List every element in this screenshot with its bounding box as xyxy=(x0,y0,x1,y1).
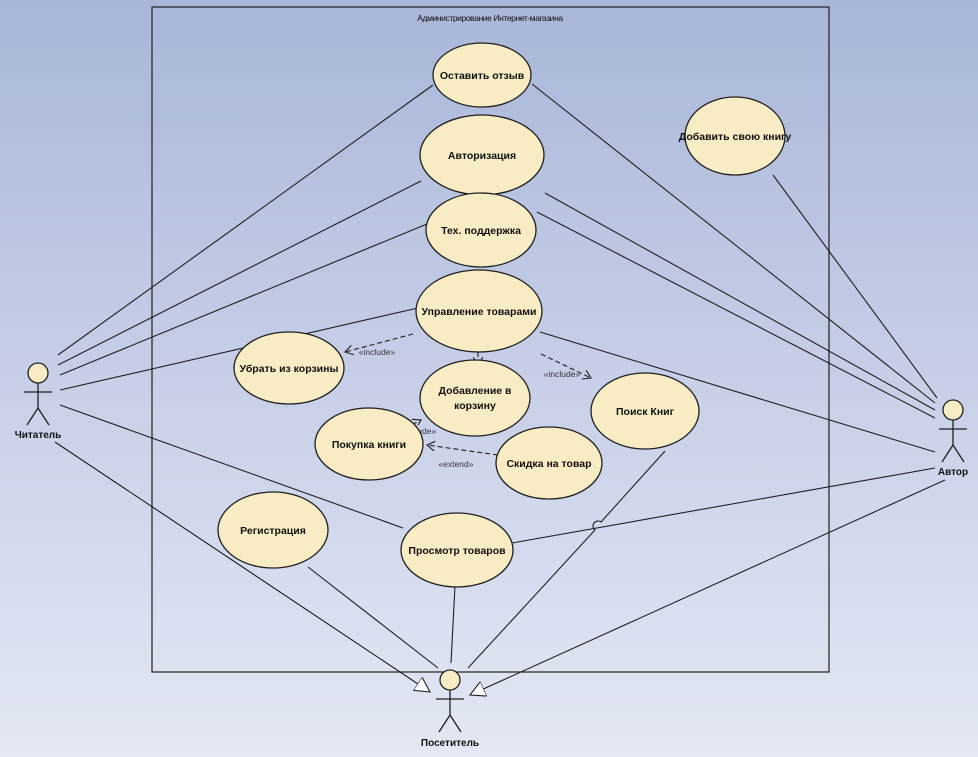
svg-text:Регистрация: Регистрация xyxy=(240,525,306,537)
assoc-author-review xyxy=(531,83,936,404)
stereotype-include-3: «include» xyxy=(544,369,581,379)
use-case-search-books[interactable]: Поиск Книг xyxy=(590,372,700,450)
assoc-visitor-view xyxy=(450,585,456,664)
actor-visitor-head xyxy=(439,669,461,691)
svg-text:Авторизация: Авторизация xyxy=(448,150,516,162)
use-case-leave-review[interactable]: Оставить отзыв xyxy=(432,42,532,108)
svg-text:Управление товарами: Управление товарами xyxy=(421,306,536,318)
stereotype-extend: «extend» xyxy=(439,459,474,469)
svg-text:Убрать из корзины: Убрать из корзины xyxy=(240,363,339,375)
assoc-visitor-search xyxy=(467,450,666,669)
use-case-discount[interactable]: Скидка на товар xyxy=(495,426,603,500)
use-case-registration[interactable]: Регистрация xyxy=(217,491,329,569)
svg-text:Оставить отзыв: Оставить отзыв xyxy=(440,70,525,82)
assoc-author-addbook xyxy=(772,174,938,399)
svg-text:Добавление в: Добавление в xyxy=(438,385,512,397)
boundary-title: Администрирование Интернет-магазина xyxy=(417,13,563,23)
actor-reader-head xyxy=(27,362,49,384)
include-remove-cart xyxy=(345,333,414,352)
assoc-author-view xyxy=(511,467,936,544)
svg-text:Скидка на товар: Скидка на товар xyxy=(506,458,591,470)
actor-reader-label: Читатель xyxy=(15,430,62,441)
generalization-author-visitor xyxy=(470,479,946,695)
use-case-add-own-book[interactable]: Добавить свою книгу xyxy=(679,96,792,176)
include-search xyxy=(540,353,591,378)
assoc-reader-review xyxy=(57,84,434,356)
assoc-author-manage xyxy=(539,331,936,453)
use-case-authorization[interactable]: Авторизация xyxy=(419,114,545,196)
assoc-author-support xyxy=(536,211,936,419)
actor-author-label: Автор xyxy=(938,467,968,478)
assoc-author-auth xyxy=(544,192,936,411)
assoc-reader-auth xyxy=(57,180,422,366)
use-case-remove-from-cart[interactable]: Убрать из корзины xyxy=(233,331,345,405)
svg-text:Тех. поддержка: Тех. поддержка xyxy=(441,225,521,237)
use-case-view-goods[interactable]: Просмотр товаров xyxy=(400,512,514,588)
system-boundary: Администрирование Интернет-магазина xyxy=(151,6,830,673)
assoc-reader-support xyxy=(59,223,428,376)
assoc-visitor-registration xyxy=(307,566,439,669)
svg-text:Поиск Книг: Поиск Книг xyxy=(616,406,675,418)
extend-discount-buy xyxy=(427,445,499,456)
actor-visitor-label: Посетитель xyxy=(421,738,479,749)
use-case-manage-goods[interactable]: Управление товарами xyxy=(415,269,543,353)
use-case-buy-book[interactable]: Покупка книги xyxy=(314,407,424,481)
svg-text:корзину: корзину xyxy=(454,400,496,412)
actor-reader[interactable]: Читатель xyxy=(15,362,62,441)
svg-text:Добавить свою книгу: Добавить свою книгу xyxy=(679,131,792,143)
assoc-reader-view xyxy=(59,404,404,529)
generalization-reader-visitor xyxy=(54,441,430,692)
use-case-add-to-cart[interactable]: Добавление в корзину xyxy=(419,359,531,437)
svg-text:Покупка книги: Покупка книги xyxy=(332,439,406,451)
actor-author-head xyxy=(942,399,964,421)
actor-author[interactable]: Автор xyxy=(938,399,968,478)
actor-visitor[interactable]: Посетитель xyxy=(421,669,479,749)
associations xyxy=(54,83,946,695)
use-case-tech-support[interactable]: Тех. поддержка xyxy=(425,192,537,268)
svg-text:Просмотр товаров: Просмотр товаров xyxy=(408,545,506,557)
stereotype-include-1: «include» xyxy=(359,347,396,357)
assoc-reader-manage xyxy=(59,307,419,391)
